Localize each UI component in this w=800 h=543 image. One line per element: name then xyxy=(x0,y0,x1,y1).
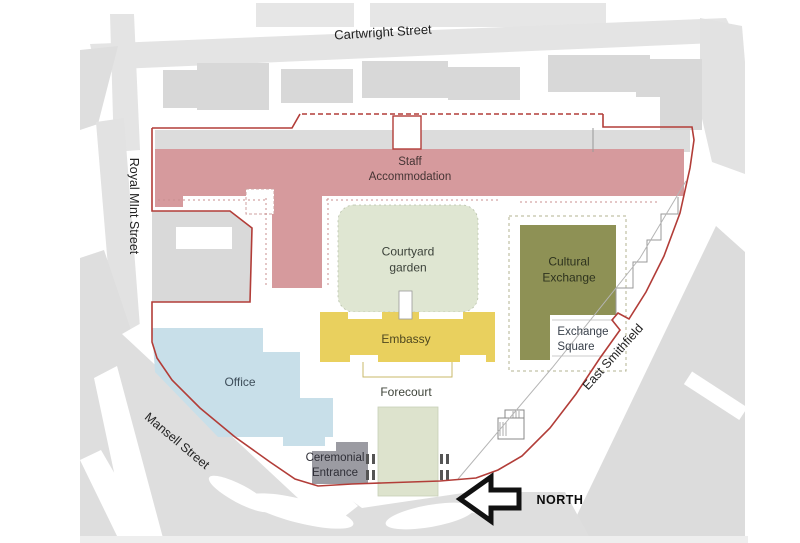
colonnade-dashes-vertical xyxy=(265,198,329,288)
cultural-exchange-dashed-surround xyxy=(508,215,627,372)
context-building xyxy=(281,69,353,103)
retained-building-lightwell xyxy=(176,227,232,249)
office-annex xyxy=(283,426,325,446)
label-line: Ceremonial xyxy=(305,452,365,465)
embassy-footprint xyxy=(320,312,495,362)
label-line: Exchange xyxy=(557,326,609,339)
context-building xyxy=(163,70,200,108)
boundary-notch-box xyxy=(392,115,422,150)
pavement-path xyxy=(385,502,475,530)
top-block-strip xyxy=(256,3,606,27)
context-building xyxy=(548,55,650,92)
label-exchange-square: Exchange Square xyxy=(557,325,608,355)
context-buildings xyxy=(163,55,702,130)
label-line: Staff xyxy=(398,156,422,169)
label-line: Entrance xyxy=(311,467,359,479)
embassy-bottom-notch xyxy=(350,355,378,362)
northeast-band xyxy=(700,18,745,174)
label-ceremonial-entrance: Ceremonial Entrance xyxy=(306,451,365,481)
office-building xyxy=(152,328,333,437)
label-office: Office xyxy=(224,375,256,390)
staff-accommodation-notch xyxy=(245,188,275,215)
cultural-exchange-building xyxy=(508,215,627,372)
street-label-royal-mint: Royal MInt Street xyxy=(127,157,142,255)
bottom-pavement-strip xyxy=(80,536,748,543)
context-building xyxy=(660,92,702,130)
label-line: garden xyxy=(389,260,427,274)
label-line: Square xyxy=(557,341,595,353)
label-forecourt: Forecourt xyxy=(380,385,432,400)
retained-gray-building xyxy=(152,211,252,302)
cultural-exchange-main xyxy=(520,225,616,315)
cultural-exchange-leg xyxy=(520,315,550,360)
ceremonial-entrance-main xyxy=(312,451,368,484)
east-smithfield-south-block xyxy=(566,226,745,538)
ceremonial-entrance-building xyxy=(312,442,368,484)
label-courtyard-garden: Courtyard garden xyxy=(382,244,435,275)
pavement-path xyxy=(246,493,354,529)
label-north: NORTH xyxy=(536,492,584,507)
label-line: Exchange xyxy=(542,270,596,284)
label-staff-accommodation: Staff Accommodation xyxy=(369,155,451,185)
label-line: Accommodation xyxy=(368,171,452,183)
staff-accommodation-bar xyxy=(155,149,684,196)
label-cultural-exchange: Cultural Exchange xyxy=(542,254,595,285)
forecourt-outline xyxy=(362,362,453,378)
exchange-square-lines xyxy=(552,319,614,357)
context-streets xyxy=(80,0,748,538)
west-block xyxy=(80,46,118,130)
label-embassy: Embassy xyxy=(381,332,431,347)
embassy-building xyxy=(320,290,495,378)
north-arrow-icon xyxy=(455,472,522,526)
embassy-top-notch xyxy=(348,312,382,319)
top-strip-gap xyxy=(354,0,370,28)
staff-accommodation-building xyxy=(155,149,684,288)
retained-building-footprint xyxy=(152,211,252,302)
cartwright-street-band xyxy=(90,18,738,70)
entrance-gate-markers xyxy=(366,454,449,480)
context-building xyxy=(636,59,702,97)
ceremonial-entrance-tab xyxy=(336,442,368,452)
context-building xyxy=(197,63,269,110)
royal-mint-sidewalk xyxy=(96,118,144,388)
embassy-bottom-notch xyxy=(460,355,486,362)
site-boundary-west-top xyxy=(152,113,301,129)
junction-road-2 xyxy=(80,450,152,538)
colonnade-dashes xyxy=(158,199,660,203)
label-line: Courtyard xyxy=(381,244,435,259)
staff-accommodation-wing xyxy=(272,195,322,288)
north-side-street xyxy=(110,14,140,152)
garden-link xyxy=(398,290,413,320)
context-building xyxy=(448,67,520,100)
label-line: Cultural xyxy=(548,254,590,269)
east-smithfield-curb xyxy=(457,180,687,480)
context-building xyxy=(362,61,448,98)
site-boundary-main xyxy=(151,114,695,487)
embassy-top-notch xyxy=(419,312,463,319)
site-boundary xyxy=(151,113,695,487)
north-range-strip xyxy=(155,130,690,152)
stepped-building-outline xyxy=(615,197,679,316)
pavement-path xyxy=(208,475,272,513)
southwest-junction-mass xyxy=(80,250,590,538)
gatehouse-outline xyxy=(497,409,525,440)
junction-road xyxy=(94,366,163,538)
side-road-gap xyxy=(683,371,748,421)
